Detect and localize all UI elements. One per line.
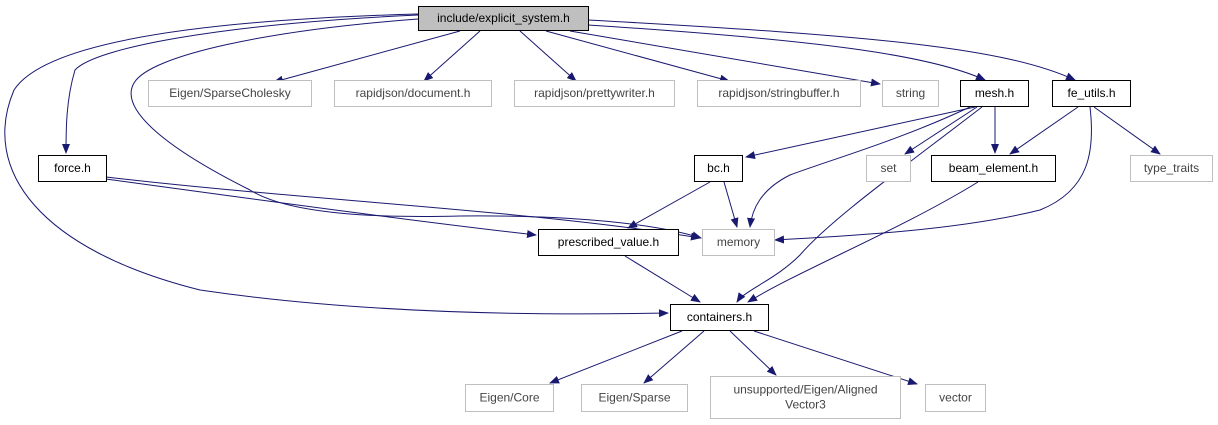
node-box [960,80,1029,107]
node-box [931,155,1056,182]
edge-explicit-system-to-fe-utils [587,19,1076,81]
edge-fe-utils-to-type-traits [1093,106,1161,155]
edge-containers-to-vector [753,330,918,386]
edge-explicit-system-to-rj-prettywriter [519,30,577,82]
node-rj-document: rapidjson/document.h [334,80,492,107]
edge-explicit-system-to-rj-stringbuffer [545,30,730,83]
edges [4,13,1161,386]
node-eigen-core: Eigen/Core [465,384,554,412]
node-label: containers.h [687,310,752,324]
node-label: type_traits [1144,161,1199,175]
edge-fe-utils-to-memory [774,106,1093,244]
node-box [1052,80,1131,107]
node-set: set [866,155,911,182]
node-box [925,384,986,412]
node-box [418,6,589,31]
node-label: mesh.h [975,86,1014,100]
node-beam-element[interactable]: beam_element.h [931,155,1056,182]
edge-containers-to-aligned-vector3 [729,330,777,376]
node-label: rapidjson/prettywriter.h [534,86,655,100]
node-box [538,229,679,256]
edge-beam-element-to-containers [747,181,979,303]
node-string: string [882,80,939,107]
node-box [697,80,861,107]
edge-containers-to-eigen-sparse [643,330,705,384]
edge-force-to-prescribed-value [105,178,537,238]
node-type-traits: type_traits [1130,155,1213,182]
node-label: rapidjson/document.h [356,86,471,100]
node-force[interactable]: force.h [38,155,107,182]
node-label: Eigen/Core [479,391,539,405]
node-box [702,229,775,256]
edge-explicit-system-to-sparse-cholesky [273,30,461,84]
node-label: unsupported/Eigen/Aligned [733,383,877,397]
node-label: fe_utils.h [1067,86,1115,100]
edge-prescribed-value-to-containers [624,255,701,303]
node-box [866,155,911,182]
node-label: prescribed_value.h [558,235,659,249]
edge-mesh-to-bc [745,106,976,159]
node-eigen-sparse: Eigen/Sparse [581,384,688,412]
node-label: set [880,161,897,175]
node-box [514,80,675,107]
node-mesh[interactable]: mesh.h [960,80,1029,107]
edge-explicit-system-to-force [62,14,419,154]
edge-mesh-to-set [904,106,978,155]
node-label: string [896,86,925,100]
edge-bc-to-memory [723,181,739,228]
node-box [334,80,492,107]
node-label: memory [717,235,760,249]
node-rj-stringbuffer: rapidjson/stringbuffer.h [697,80,861,107]
edge-containers-to-eigen-core [549,330,683,384]
node-vector: vector [925,384,986,412]
node-label: include/explicit_system.h [437,11,570,25]
node-box [1130,155,1213,182]
edge-explicit-system-to-memory [130,18,702,240]
edge-mesh-to-containers [736,106,983,303]
node-box [148,80,312,107]
node-label: rapidjson/stringbuffer.h [718,86,839,100]
edge-bc-to-prescribed-value [627,181,711,229]
node-explicit-system[interactable]: include/explicit_system.h [418,6,589,31]
node-bc[interactable]: bc.h [694,155,743,182]
node-label: vector [939,391,972,405]
edge-explicit-system-to-string [569,30,881,87]
edge-explicit-system-to-containers [4,13,669,318]
node-fe-utils[interactable]: fe_utils.h [1052,80,1131,107]
node-containers[interactable]: containers.h [670,304,769,331]
nodes: include/explicit_system.hEigen/SparseCho… [38,6,1213,419]
node-box [670,304,769,331]
node-box [694,155,743,182]
node-box [465,384,554,412]
node-memory: memory [702,229,775,256]
node-label: bc.h [707,161,730,175]
node-box [710,376,901,419]
node-sparse-cholesky: Eigen/SparseCholesky [148,80,312,107]
node-label: beam_element.h [949,161,1038,175]
node-label: force.h [54,161,91,175]
node-label: Eigen/Sparse [598,391,670,405]
node-box [581,384,688,412]
edge-explicit-system-to-mesh [587,24,986,81]
node-label: Vector3 [785,398,826,412]
node-label: Eigen/SparseCholesky [169,86,290,100]
node-box [882,80,939,107]
edge-mesh-to-memory [747,106,971,228]
node-box [38,155,107,182]
node-rj-prettywriter: rapidjson/prettywriter.h [514,80,675,107]
edge-fe-utils-to-beam-element [1009,106,1079,155]
edge-explicit-system-to-rj-document [423,30,481,82]
edge-force-to-memory [105,176,701,241]
node-prescribed-value[interactable]: prescribed_value.h [538,229,679,256]
